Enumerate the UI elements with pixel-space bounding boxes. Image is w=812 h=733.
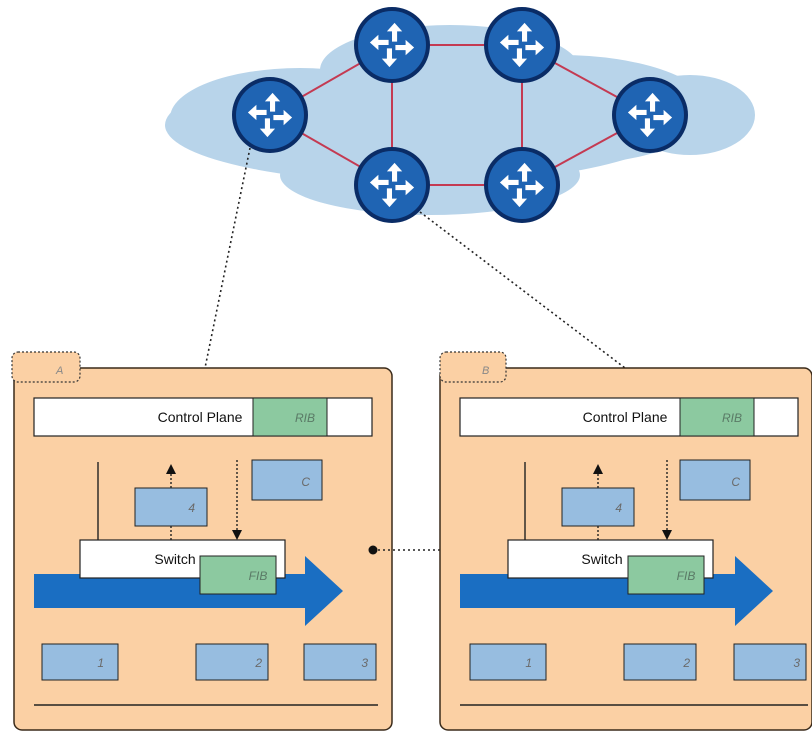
router-4 <box>612 77 688 153</box>
router-arrows-icon <box>247 92 293 138</box>
router-arrows-icon <box>499 22 545 68</box>
port-box-1 <box>469 643 547 681</box>
box-c <box>251 459 323 501</box>
rib-box <box>679 397 755 437</box>
port-box-2 <box>195 643 269 681</box>
fib-label: FIB <box>249 569 268 583</box>
rib-label: RIB <box>722 411 742 425</box>
node-a-tag-box <box>11 351 81 383</box>
fib-box <box>627 555 705 595</box>
router-arrows-icon <box>627 92 673 138</box>
node-a: A Control Plane RIB C 4 Switch FIB 1 2 <box>11 351 393 731</box>
box-4 <box>134 487 208 527</box>
router-3 <box>484 7 560 83</box>
port-box-3 <box>303 643 377 681</box>
up-arrow-icon <box>166 464 176 474</box>
leader-line-b <box>419 211 626 369</box>
router-2 <box>354 7 430 83</box>
box-c-label: C <box>731 475 740 489</box>
switch-label: Switch <box>581 551 622 567</box>
fib-label: FIB <box>677 569 696 583</box>
down-arrow-icon <box>232 530 242 540</box>
router-6 <box>484 147 560 223</box>
node-b-tag: B <box>482 365 489 377</box>
rib-box <box>252 397 328 437</box>
router-arrows-icon <box>499 162 545 208</box>
down-arrow-icon <box>662 530 672 540</box>
box-4-label: 4 <box>615 501 622 515</box>
control-plane-label: Control Plane <box>583 409 668 425</box>
box-4 <box>561 487 635 527</box>
control-plane-label: Control Plane <box>158 409 243 425</box>
box-c <box>679 459 751 501</box>
up-arrow-icon <box>593 464 603 474</box>
port-label-2: 2 <box>682 656 690 670</box>
port-box-1 <box>41 643 119 681</box>
fib-box <box>199 555 277 595</box>
router-1 <box>232 77 308 153</box>
port-label-1: 1 <box>97 656 104 670</box>
data-plane-arrow <box>460 556 773 626</box>
port-box-2 <box>623 643 697 681</box>
leader-line-a <box>204 147 251 369</box>
link-origin-dot <box>368 545 378 555</box>
node-b-tag-box <box>439 351 507 383</box>
router-arrows-icon <box>369 22 415 68</box>
switch-label: Switch <box>154 551 195 567</box>
data-plane-arrow <box>34 556 343 626</box>
port-label-3: 3 <box>793 656 800 670</box>
node-b: B Control Plane RIB C 4 Switch FIB 1 2 3 <box>439 351 812 731</box>
node-a-tag: A <box>55 365 63 377</box>
rib-label: RIB <box>295 411 315 425</box>
port-box-3 <box>733 643 807 681</box>
port-label-2: 2 <box>254 656 262 670</box>
box-c-label: C <box>301 475 310 489</box>
router-5 <box>354 147 430 223</box>
box-4-label: 4 <box>188 501 195 515</box>
port-label-1: 1 <box>525 656 532 670</box>
router-arrows-icon <box>369 162 415 208</box>
port-label-3: 3 <box>361 656 368 670</box>
